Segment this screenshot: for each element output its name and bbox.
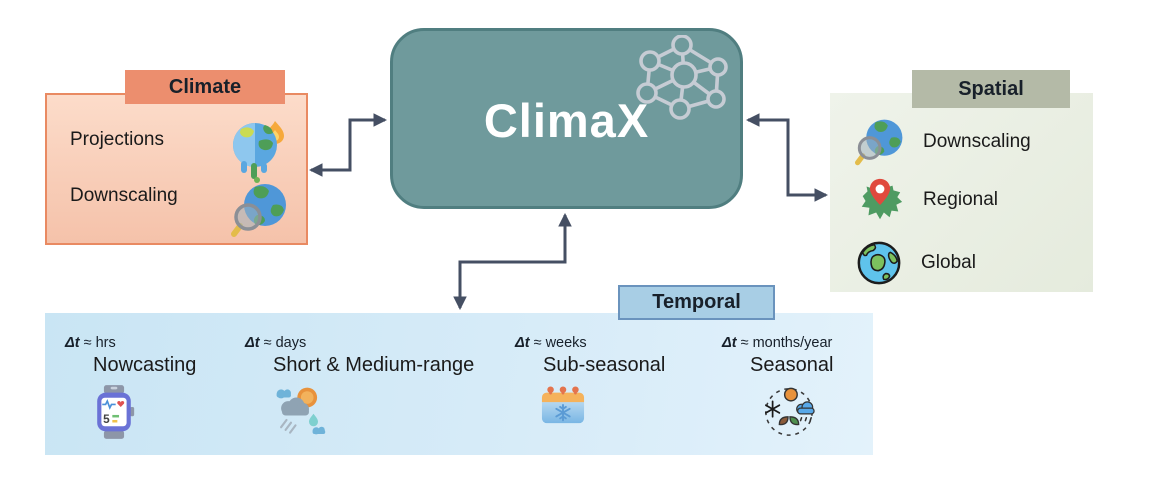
spatial-item-downscaling-label: Downscaling: [923, 131, 1031, 152]
spatial-item-regional: Regional: [855, 175, 998, 225]
spatial-item-regional-label: Regional: [923, 189, 998, 210]
connector-climate: [308, 113, 388, 177]
climate-item-downscaling: Downscaling: [70, 185, 178, 206]
climax-model-box: ClimaX: [390, 28, 743, 209]
climax-title: ClimaX: [483, 94, 650, 147]
globe-icon: [857, 241, 901, 285]
temporal-item-short-medium-range: Δt≈ days Short & Medium-range: [245, 335, 474, 444]
delta-t-label: Δt≈ months/year: [722, 335, 833, 351]
delta-t-label: Δt≈ days: [245, 335, 307, 351]
earth-magnifier-icon: [855, 119, 903, 166]
temporal-tab-label: Temporal: [652, 291, 741, 313]
sun-cloud-rain-icon: [276, 387, 326, 435]
svg-text:5: 5: [103, 413, 110, 426]
neural-network-icon: [636, 35, 728, 120]
temporal-item-short-medium-range-label: Short & Medium-range: [273, 354, 475, 376]
spatial-item-global: Global: [855, 239, 976, 287]
climate-box: Projections Downscaling: [45, 93, 308, 245]
spatial-item-downscaling: Downscaling: [855, 117, 1031, 167]
spatial-box: Downscaling Regional Global: [830, 93, 1093, 292]
melting-earth-fire-icon: [233, 121, 284, 183]
map-pin-icon: [861, 178, 903, 220]
spatial-tab-label: Spatial: [958, 77, 1024, 100]
temporal-item-seasonal-label: Seasonal: [750, 354, 834, 376]
spatial-item-global-label: Global: [921, 252, 976, 273]
temporal-item-seasonal: Δt≈ months/year Seasonal: [722, 335, 833, 444]
delta-t-label: Δt≈ hrs: [65, 335, 116, 351]
temporal-item-sub-seasonal-label: Sub-seasonal: [543, 354, 666, 376]
calendar-snowflake-icon: [541, 386, 585, 424]
four-seasons-icon: [764, 387, 815, 436]
climate-tab: Climate: [125, 70, 285, 104]
smartwatch-icon: 5: [97, 385, 135, 439]
climate-item-projections: Projections: [70, 129, 164, 150]
connector-spatial: [745, 113, 829, 202]
spatial-tab: Spatial: [912, 70, 1070, 108]
temporal-tab: Temporal: [618, 285, 775, 320]
temporal-item-sub-seasonal: Δt≈ weeks Sub-seasonal: [515, 335, 665, 432]
temporal-item-nowcasting-label: Nowcasting: [93, 354, 197, 376]
delta-t-label: Δt≈ weeks: [515, 335, 587, 351]
climate-tab-label: Climate: [168, 75, 242, 98]
temporal-box: Δt≈ hrs Nowcasting 5 Δt≈ days Short: [45, 313, 873, 455]
temporal-item-nowcasting: Δt≈ hrs Nowcasting 5: [65, 335, 196, 446]
earth-magnifier-icon: [231, 184, 286, 237]
connector-temporal: [453, 212, 572, 311]
